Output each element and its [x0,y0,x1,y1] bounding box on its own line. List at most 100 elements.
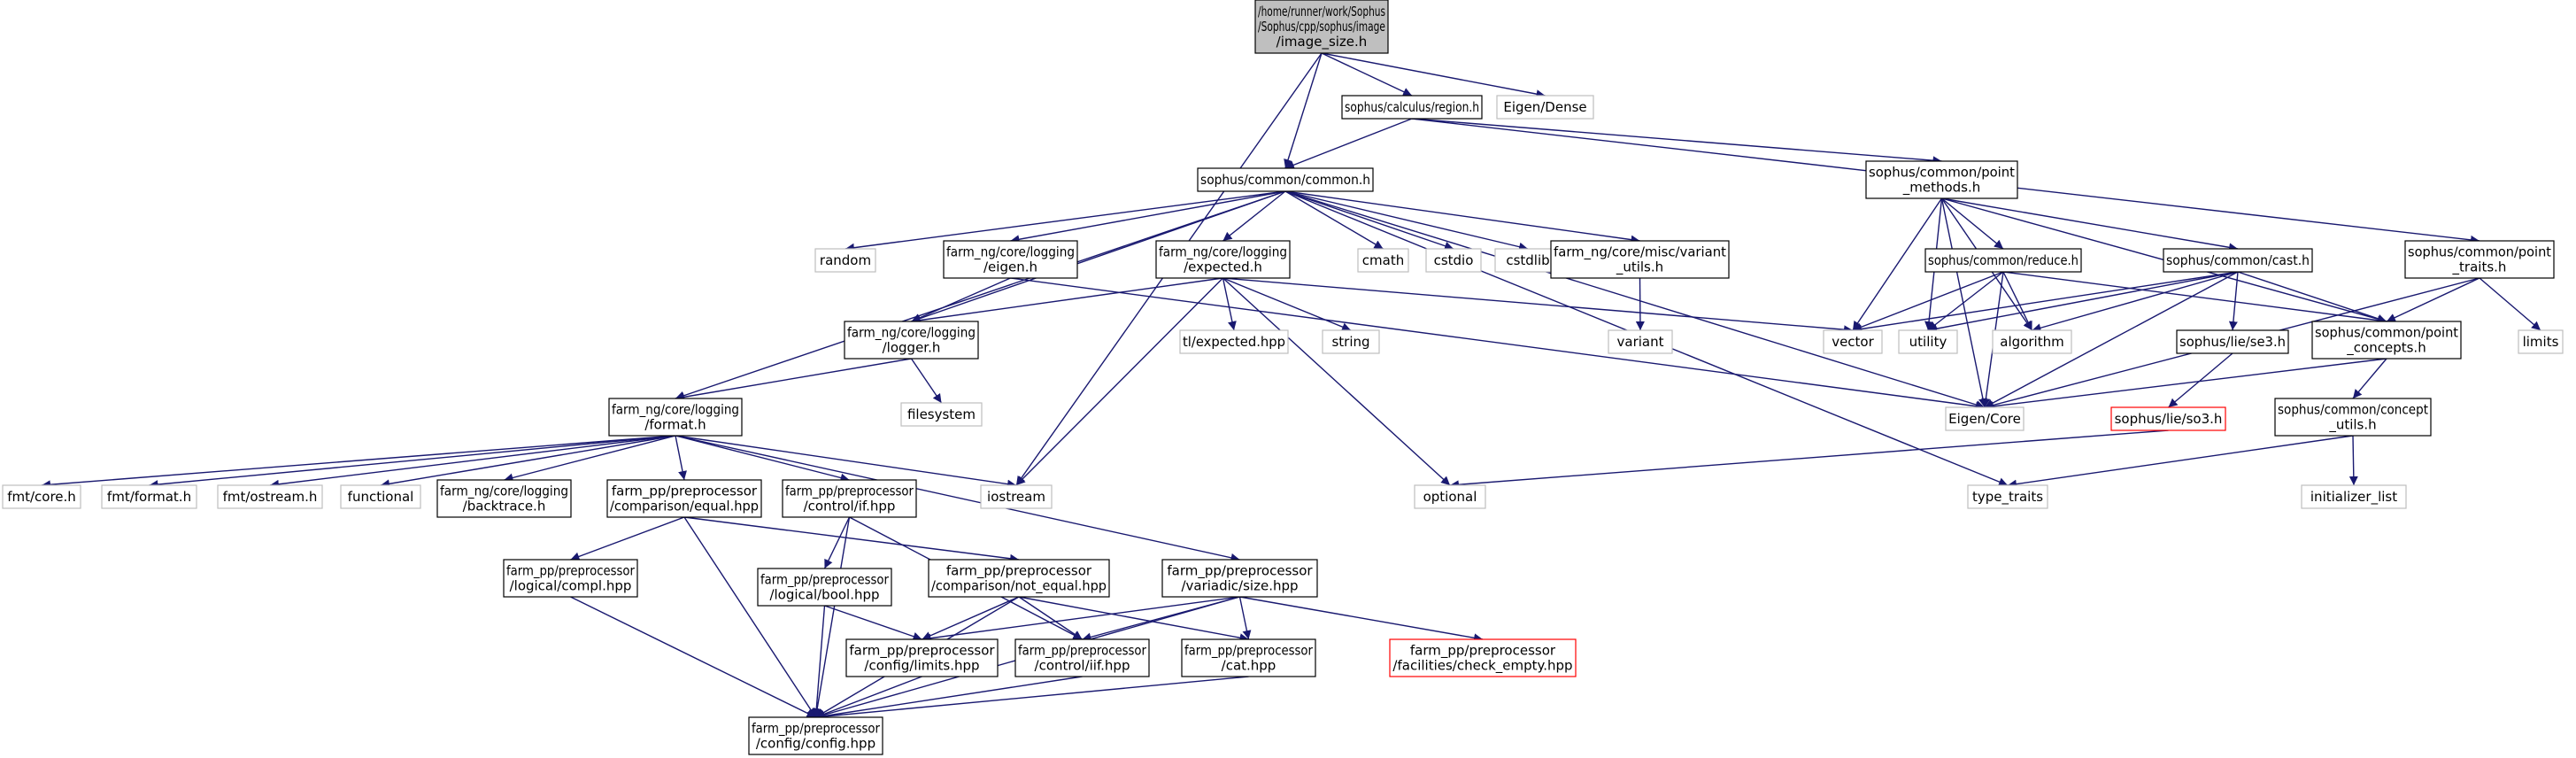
node-label: /control/if.hpp [804,499,896,514]
edge-format-to-cmp_equal [675,435,687,481]
node-label: initializer_list [2310,489,2397,506]
node-box [1992,329,2072,354]
node-box [2311,321,2462,360]
node-type_traits: type_traits [1967,484,2048,509]
node-label: fmt/format.h [107,489,191,505]
node-box [845,638,999,677]
node-control_if[interactable]: farm_pp/preprocessor/control/if.hpp [782,479,917,518]
node-label: type_traits [1972,489,2043,506]
node-reduce[interactable]: sophus/common/reduce.h [1924,248,2082,273]
edge-root-to-common [1284,52,1323,169]
node-se3[interactable]: sophus/lie/se3.h [2176,329,2289,354]
node-label: variant [1617,334,1664,350]
node-expected[interactable]: farm_ng/core/logging/expected.h [1155,240,1291,279]
node-box [503,559,638,598]
node-box [1322,329,1380,354]
node-label: random [820,252,871,268]
node-point_concepts[interactable]: sophus/common/point_concepts.h [2311,321,2462,360]
node-box [2176,329,2289,354]
node-cstdlib: cstdlib [1494,248,1562,273]
node-label: sophus/calculus/region.h [1345,99,1479,115]
node-format[interactable]: farm_ng/core/logging/format.h [608,398,743,437]
edge-point_methods-to-reduce [1941,197,2004,250]
node-label: _utils.h [1616,259,1663,276]
node-region[interactable]: sophus/calculus/region.h [1341,95,1483,120]
node-cast[interactable]: sophus/common/cast.h [2163,248,2313,273]
edge-common-to-eigen_core [1284,190,1986,409]
node-so3[interactable]: sophus/lie/so3.h [2110,406,2226,431]
node-label: sophus/common/point [2408,244,2551,260]
node-variadic_size[interactable]: farm_pp/preprocessor/variadic/size.hpp [1161,559,1318,598]
node-label: Eigen/Core [1948,411,2021,427]
node-point_methods[interactable]: sophus/common/point_methods.h [1865,160,2018,199]
node-label: cstdlib [1506,252,1549,268]
node-cat[interactable]: farm_pp/preprocessor/cat.hpp [1181,638,1316,677]
node-label: /Sophus/cpp/sophus/image [1258,19,1385,35]
edge-concept_utils-to-type_traits [2007,435,2354,489]
node-backtrace[interactable]: farm_ng/core/logging/backtrace.h [436,479,572,518]
edge-so3-to-optional [1449,429,2169,490]
node-box [782,479,917,518]
node-label: limits [2523,334,2559,350]
node-common[interactable]: sophus/common/common.h [1197,167,1374,192]
node-label: /format.h [644,417,706,433]
node-cmp_equal[interactable]: farm_pp/preprocessor/comparison/equal.hp… [606,479,762,518]
node-variant_utils[interactable]: farm_ng/core/misc/variant_utils.h [1550,240,1730,279]
node-filesystem: filesystem [900,402,983,427]
node-label: farm_pp/preprocessor [506,563,636,580]
edge-logger-to-filesystem [910,358,943,404]
edge-format-to-iostream [675,435,1017,489]
node-box [748,716,883,755]
node-config_limits[interactable]: farm_pp/preprocessor/config/limits.hpp [845,638,999,677]
node-box [2,484,81,509]
node-box [2301,484,2407,509]
node-box [2518,329,2564,354]
edge-common-to-random [845,190,1286,252]
edge-common-to-log_eigen [1010,190,1286,244]
edge-cast-to-vector [1852,271,2239,334]
node-log_eigen[interactable]: farm_ng/core/logging/eigen.h [943,240,1078,279]
node-box [1161,559,1318,598]
node-check_empty[interactable]: farm_pp/preprocessor/facilities/check_em… [1389,638,1577,677]
node-logger[interactable]: farm_ng/core/logging/logger.h [844,321,979,360]
edge-reduce-to-vector [1852,271,2004,332]
node-random: random [814,248,876,273]
node-box [1967,484,2048,509]
node-not_equal[interactable]: farm_pp/preprocessor/comparison/not_equa… [928,559,1110,598]
node-point_traits[interactable]: sophus/common/point_traits.h [2404,240,2555,279]
edge-variadic_size-to-cat [1238,596,1252,640]
node-fmt_ostream: fmt/ostream.h [217,484,323,509]
node-config[interactable]: farm_pp/preprocessor/config/config.hpp [748,716,883,755]
node-label: /config/limits.hpp [864,658,979,674]
node-cmath: cmath [1357,248,1409,273]
edge-format-to-backtrace [504,435,676,483]
node-algorithm: algorithm [1992,329,2072,354]
node-box [2274,398,2432,437]
node-box [1357,248,1409,273]
node-eigen_dense: Eigen/Dense [1496,95,1594,120]
edge-log_eigen-to-eigen_core [1010,277,1986,411]
edge-point_traits-to-limits [2479,277,2541,331]
node-label: algorithm [2000,334,2063,350]
node-label: utility [1909,334,1947,350]
node-logical_compl[interactable]: farm_pp/preprocessor/logical/compl.hpp [503,559,638,598]
node-label: vector [1832,334,1874,350]
node-box [1197,167,1374,192]
node-label: farm_pp/preprocessor [1018,643,1147,660]
edge-cast-to-point_concepts [2237,271,2387,323]
node-eigen_core: Eigen/Core [1945,406,2025,431]
node-iostream: iostream [980,484,1053,509]
edge-logical_compl-to-config [570,596,816,718]
node-box [1496,95,1594,120]
node-label: functional [348,489,414,505]
node-control_iif[interactable]: farm_pp/preprocessor/control/iif.hpp [1014,638,1150,677]
node-label: farm_pp/preprocessor [785,483,914,500]
node-logical_bool[interactable]: farm_pp/preprocessor/logical/bool.hpp [757,568,892,607]
node-concept_utils[interactable]: sophus/common/concept_utils.h [2274,398,2432,437]
node-box [1550,240,1730,279]
edge-expected-to-string [1222,277,1352,331]
node-box [900,402,983,427]
node-root[interactable]: /home/runner/work/Sophus/Sophus/cpp/soph… [1254,0,1389,54]
node-box [1823,329,1883,354]
edge-control_if-to-config [813,516,851,718]
